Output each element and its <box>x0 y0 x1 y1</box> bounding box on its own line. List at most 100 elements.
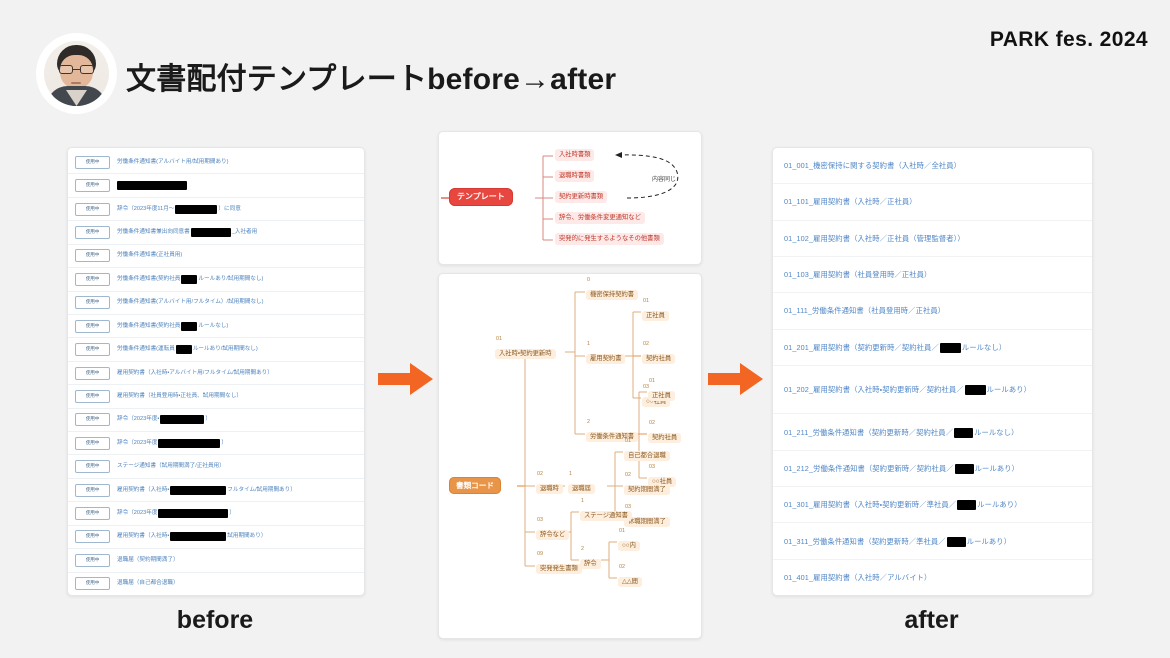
status-badge: 使用中 <box>75 413 110 427</box>
before-list-item[interactable]: 使用中辞令（2023年度11月～）に同意 <box>68 198 364 222</box>
after-list-item-label: 01_201_雇用契約書（契約更新時／契約社員／ルールなし） <box>784 342 1007 353</box>
redaction-block <box>954 463 974 474</box>
mindmap-node-01[interactable]: 01 入社時・契約更新時 <box>495 336 556 360</box>
arrow-right-icon-1 <box>378 362 434 396</box>
mindmap-node-02-1-03[interactable]: 03 休職期間満了 <box>624 504 670 528</box>
before-list-item-label: 労働条件通知書兼出向同意書_入社者用 <box>117 227 258 237</box>
before-list-item[interactable]: 使用中 <box>68 174 364 198</box>
mindmap-node-01-2-03[interactable]: 03 ○○社員 <box>648 464 677 488</box>
mindmap-node-02-1[interactable]: 1 退職届 <box>568 471 595 495</box>
mindmap-node-02-1-01[interactable]: 01 自己都合退職 <box>624 438 670 462</box>
after-list-item[interactable]: 01_111_労働条件通知書（社員登用時／正社員） <box>773 293 1092 330</box>
mindmap-node-01-0[interactable]: 0 機密保持契約書 <box>586 277 639 301</box>
status-badge: 使用中 <box>75 577 110 591</box>
num: 1 <box>581 498 584 504</box>
before-list-item[interactable]: 使用中労働条件通知書(契約社員ルールあり/試用期間なし) <box>68 268 364 292</box>
mindmap-node-01-2-01[interactable]: 01 正社員 <box>648 378 675 402</box>
before-list-item[interactable]: 使用中労働条件通知書兼出向同意書_入社者用 <box>68 221 364 245</box>
mindmap-root-template[interactable]: テンプレート <box>449 188 513 206</box>
mindmap-branch-0[interactable]: 入社時書類 <box>555 149 595 161</box>
after-list-item-label: 01_401_雇用契約書（入社時／アルバイト） <box>784 572 932 582</box>
before-list-item[interactable]: 使用中労働条件通知書(アルバイト用/試用期間あり) <box>68 151 364 175</box>
mindmap-document-code[interactable]: 書類コード 01 入社時・契約更新時 0 機密保持契約書 1 雇用契約書 01 … <box>438 273 702 639</box>
mindmap-node-03-2-01[interactable]: 01 ○○内 <box>618 528 640 552</box>
mindmap-node-02[interactable]: 02 退職時 <box>536 471 563 495</box>
after-list-item[interactable]: 01_311_労働条件通知書（契約更新時／準社員／ルールあり） <box>773 523 1092 560</box>
before-list-item[interactable]: 使用中労働条件通知書(正社員用) <box>68 245 364 269</box>
mindmap-node-02-1-02[interactable]: 02 契約期間満了 <box>624 472 670 496</box>
after-list-item[interactable]: 01_401_雇用契約書（入社時／アルバイト） <box>773 560 1092 595</box>
mindmap-branch-3[interactable]: 辞令、労働条件変更通知など <box>555 212 645 224</box>
mindmap-node-09[interactable]: 09 突発発生書類 <box>536 551 582 575</box>
status-badge: 使用中 <box>75 225 110 239</box>
title: ○○社員 <box>642 397 671 408</box>
num: 03 <box>625 504 631 510</box>
after-list-item-label: 01_101_雇用契約書（入社時／正社員） <box>784 197 917 207</box>
after-list-item[interactable]: 01_001_機密保持に関する契約書（入社時／全社員） <box>773 148 1092 185</box>
mindmap-node-01-2[interactable]: 2 労働条件通知書 <box>586 419 639 443</box>
before-list-item[interactable]: 使用中雇用契約書（入社時・フルタイム/試用期間あり） <box>68 479 364 503</box>
before-document-list[interactable]: 使用中労働条件通知書(アルバイト用/試用期間あり)使用中使用中辞令（2023年度… <box>67 147 365 596</box>
before-list-item[interactable]: 使用中労働条件通知書(アルバイト用/フルタイム）/試用期間なし) <box>68 292 364 315</box>
mindmap-branch-2[interactable]: 契約更新時書類 <box>555 191 608 203</box>
caption-after: after <box>904 606 959 634</box>
redaction-block <box>170 485 227 495</box>
before-list-item[interactable]: 使用中労働条件通知書(契約社員ルールなし) <box>68 315 364 339</box>
before-list-item-label: 労働条件通知書(契約社員ルールあり/試用期間なし) <box>117 274 264 284</box>
after-document-list[interactable]: 01_001_機密保持に関する契約書（入社時／全社員） 01_101_雇用契約書（… <box>772 147 1093 596</box>
mindmap-node-03-2[interactable]: 2 辞令 <box>580 546 601 570</box>
status-badge: 使用中 <box>75 249 110 263</box>
title: 正社員 <box>648 391 675 402</box>
after-list-item[interactable]: 01_202_雇用契約書（入社時・契約更新時／契約社員／ルールあり） <box>773 366 1092 415</box>
avatar-photo <box>44 41 109 106</box>
after-list-item[interactable]: 01_212_労働条件通知書（契約更新時／契約社員／ルールあり） <box>773 451 1092 488</box>
after-list-item-label: 01_211_労働条件通知書（契約更新時／契約社員／ルールなし） <box>784 427 1019 438</box>
after-list-item[interactable]: 01_201_雇用契約書（契約更新時／契約社員／ルールなし） <box>773 330 1092 366</box>
mindmap-node-01-1-01[interactable]: 01 正社員 <box>642 298 669 322</box>
redaction-block <box>175 204 218 214</box>
mindmap-root-document-code[interactable]: 書類コード <box>449 477 501 495</box>
mindmap-template[interactable]: テンプレート 入社時書類 退職時書類 契約更新時書類 辞令、労働条件変更通知など… <box>438 131 702 265</box>
title: 休職期間満了 <box>624 517 670 528</box>
after-list-item[interactable]: 01_211_労働条件通知書（契約更新時／契約社員／ルールなし） <box>773 414 1092 451</box>
before-list-item[interactable]: 使用中ステージ通知書（試用期間満了/正社員用） <box>68 455 364 479</box>
title: 契約社員 <box>642 354 676 365</box>
after-list-item[interactable]: 01_301_雇用契約書（入社時・契約更新時／準社員／ルールあり） <box>773 487 1092 524</box>
mindmap-node-01-1[interactable]: 1 雇用契約書 <box>586 341 626 365</box>
mindmap-node-01-num: 01 <box>496 336 502 342</box>
page-title: 文書配付テンプレートbefore→after <box>126 63 617 96</box>
before-list-item-label: ステージ通知書（試用期間満了/正社員用） <box>117 463 225 470</box>
status-badge: 使用中 <box>75 202 110 216</box>
before-list-item[interactable]: 使用中辞令（2023年度・） <box>68 409 364 433</box>
before-list-item[interactable]: 使用中退職届（契約期間満了） <box>68 549 364 573</box>
title: 自己都合退職 <box>624 451 670 462</box>
after-list-item[interactable]: 01_101_雇用契約書（入社時／正社員） <box>773 184 1092 221</box>
before-list-item[interactable]: 使用中辞令（2023年度） <box>68 502 364 526</box>
before-list-item[interactable]: 使用中労働条件通知書(運転員ルールあり/試用期間なし) <box>68 338 364 362</box>
before-list-item[interactable]: 使用中辞令（2023年度） <box>68 432 364 456</box>
status-badge: 使用中 <box>75 436 110 450</box>
before-list-item[interactable]: 使用中雇用契約書（入社時・試用期間あり） <box>68 526 364 550</box>
redaction-block <box>158 509 229 519</box>
mindmap-node-01-1-02[interactable]: 02 契約社員 <box>642 341 676 365</box>
after-list-body: 01_001_機密保持に関する契約書（入社時／全社員） 01_101_雇用契約書（… <box>773 148 1092 595</box>
mindmap-node-03-2-02[interactable]: 02 △△間 <box>618 564 642 588</box>
mindmap-node-01-2-02[interactable]: 02 契約社員 <box>648 420 682 444</box>
mindmap-branch-1[interactable]: 退職時書類 <box>555 170 595 182</box>
mindmap-node-01-0-num: 0 <box>587 277 590 283</box>
mindmap-node-01-1-03[interactable]: 03 ○○社員 <box>642 384 671 408</box>
mindmap-node-03-1[interactable]: 1 ステージ通知書 <box>580 498 632 522</box>
before-list-item[interactable]: 使用中雇用契約書（入社時・アルバイト用/フルタイム/試用期間あり） <box>68 362 364 386</box>
mindmap-branch-4[interactable]: 突発的に発生するようなその他書類 <box>555 233 664 245</box>
mindmap-node-03[interactable]: 03 辞令など <box>536 517 570 541</box>
before-list-item[interactable]: 使用中退職届（自己都合退職） <box>68 573 364 595</box>
after-list-item[interactable]: 01_103_雇用契約書（社員登用時／正社員） <box>773 257 1092 294</box>
before-list-item[interactable]: 使用中雇用契約書（社員登用時・正社員、試用期間なし） <box>68 385 364 409</box>
num: 1 <box>569 471 572 477</box>
mindmap-node-01-title: 入社時・契約更新時 <box>495 349 556 360</box>
status-badge: 使用中 <box>75 272 110 286</box>
before-list-item-label: 辞令（2023年度11月～）に同意 <box>117 204 241 214</box>
title: 辞令 <box>580 559 601 570</box>
title: 退職届 <box>568 484 595 495</box>
after-list-item[interactable]: 01_102_雇用契約書（入社時／正社員（管理監督者）） <box>773 221 1092 257</box>
